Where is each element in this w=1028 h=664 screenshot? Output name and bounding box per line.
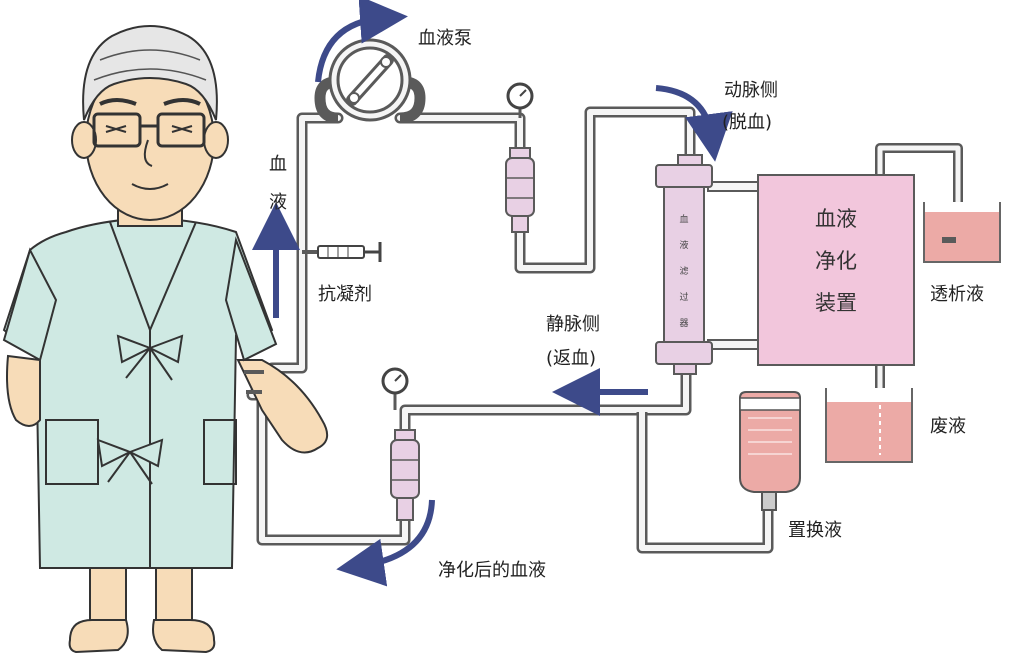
label-venous-side: 静脉侧 xyxy=(546,314,600,335)
purifier-label-3: 装置 xyxy=(815,291,857,315)
label-purified-blood: 净化后的血液 xyxy=(438,560,546,581)
label-waste: 废液 xyxy=(930,416,966,437)
purification-device: 血液 净化 装置 xyxy=(757,174,915,366)
filter-label-4: 过 xyxy=(679,291,688,303)
flow-arrows xyxy=(252,0,733,587)
venous-tube xyxy=(246,366,692,546)
filter-label-3: 滤 xyxy=(679,265,688,277)
label-blood-char1: 血 xyxy=(269,154,287,175)
return-flow-arrow xyxy=(336,499,435,587)
dialysate-beaker-icon xyxy=(923,202,1001,263)
arterial-drip-chamber-icon xyxy=(505,147,535,233)
replacement-tube-inner xyxy=(639,412,771,551)
label-blood-pump: 血液泵 xyxy=(418,28,472,49)
roller-pump-icon xyxy=(314,38,426,124)
arterial-flow-arrow xyxy=(655,85,733,162)
blood-filter-icon: 血 液 滤 过 器 xyxy=(655,154,713,375)
arterial-tube-inner xyxy=(269,109,693,371)
filter-label-1: 血 xyxy=(679,213,688,225)
arterial-tube xyxy=(266,106,696,374)
purifier-label-2: 净化 xyxy=(815,249,857,273)
filter-label-5: 器 xyxy=(679,318,688,329)
connector-bottom xyxy=(707,339,761,350)
venous-tube-inner xyxy=(249,369,689,543)
label-arterial-side: 动脉侧 xyxy=(724,80,778,101)
patient-illustration xyxy=(2,25,329,654)
tubing xyxy=(246,106,963,554)
label-blood-char2: 液 xyxy=(269,192,287,213)
replacement-bag-icon xyxy=(739,391,801,511)
waste-beaker-icon xyxy=(825,388,913,463)
filter-label-2: 液 xyxy=(679,239,688,251)
label-replacement: 置换液 xyxy=(788,520,842,541)
label-dialysate: 透析液 xyxy=(930,284,984,305)
label-anticoagulant: 抗凝剂 xyxy=(318,284,372,305)
venous-drip-chamber-icon xyxy=(390,429,420,521)
venous-gauge-icon xyxy=(381,367,409,410)
bow-icon xyxy=(116,334,184,381)
arterial-gauge-icon xyxy=(506,82,534,118)
label-venous-sub: (返血) xyxy=(546,348,596,369)
label-arterial-sub: (脱血) xyxy=(722,112,772,133)
bow-icon xyxy=(96,438,164,485)
connector-top xyxy=(707,181,761,192)
purifier-label-1: 血液 xyxy=(815,207,857,231)
pump-flow-arrow xyxy=(315,0,408,83)
syringe-icon xyxy=(317,242,382,262)
